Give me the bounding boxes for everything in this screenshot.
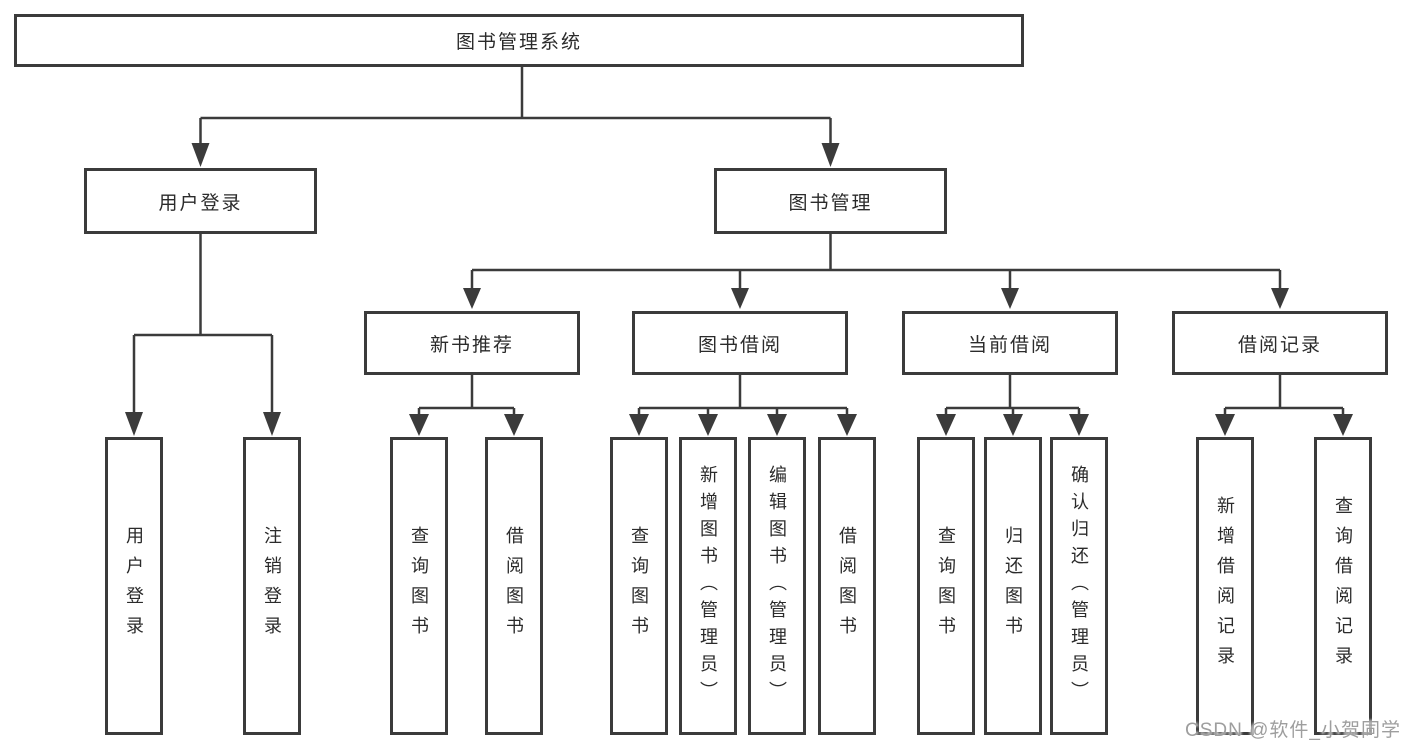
leaf-borrow-books-recommend: 借阅图书	[485, 437, 543, 735]
node-new-book-recommend-label: 新书推荐	[429, 334, 514, 356]
node-user-login-label: 用户登录	[158, 192, 243, 214]
leaf-query-books-recommend: 查询图书	[390, 437, 448, 735]
leaf-user-login: 用户登录	[105, 437, 163, 735]
connector-borrowing-records-to-leaves	[1215, 375, 1353, 436]
leaf-edit-books-admin: 编辑图书（管理员）	[748, 437, 806, 735]
node-current-borrowing-label: 当前借阅	[967, 334, 1052, 356]
node-new-book-recommend: 新书推荐	[364, 311, 580, 375]
csdn-watermark: CSDN @软件_小贺同学	[1185, 720, 1401, 741]
node-root-system: 图书管理系统	[14, 14, 1024, 67]
node-book-management: 图书管理	[714, 168, 947, 234]
node-book-management-label: 图书管理	[788, 192, 873, 214]
node-book-borrowing: 图书借阅	[632, 311, 848, 375]
connector-root-to-level2	[191, 67, 840, 167]
leaf-confirm-return-admin: 确认归还（管理员）	[1050, 437, 1108, 735]
leaf-query-books-current: 查询图书	[917, 437, 975, 735]
leaf-add-borrow-record: 新增借阅记录	[1196, 437, 1254, 735]
leaf-query-borrow-record: 查询借阅记录	[1314, 437, 1372, 735]
node-user-login: 用户登录	[84, 168, 317, 234]
connector-user-login-to-leaves	[125, 234, 281, 436]
leaf-return-books: 归还图书	[984, 437, 1042, 735]
node-borrowing-records: 借阅记录	[1172, 311, 1388, 375]
leaf-logout: 注销登录	[243, 437, 301, 735]
leaf-borrow-books-borrowing: 借阅图书	[818, 437, 876, 735]
leaf-add-books-admin: 新增图书（管理员）	[679, 437, 737, 735]
node-current-borrowing: 当前借阅	[902, 311, 1118, 375]
connector-book-borrowing-to-leaves	[629, 375, 857, 436]
connector-current-borrowing-to-leaves	[936, 375, 1089, 436]
connector-book-management-to-level3	[463, 234, 1289, 309]
node-book-borrowing-label: 图书借阅	[697, 334, 782, 356]
leaf-query-books-borrowing: 查询图书	[610, 437, 668, 735]
node-borrowing-records-label: 借阅记录	[1237, 334, 1322, 356]
connector-new-book-recommend-to-leaves	[409, 375, 524, 436]
node-root-system-label: 图书管理系统	[455, 32, 582, 53]
